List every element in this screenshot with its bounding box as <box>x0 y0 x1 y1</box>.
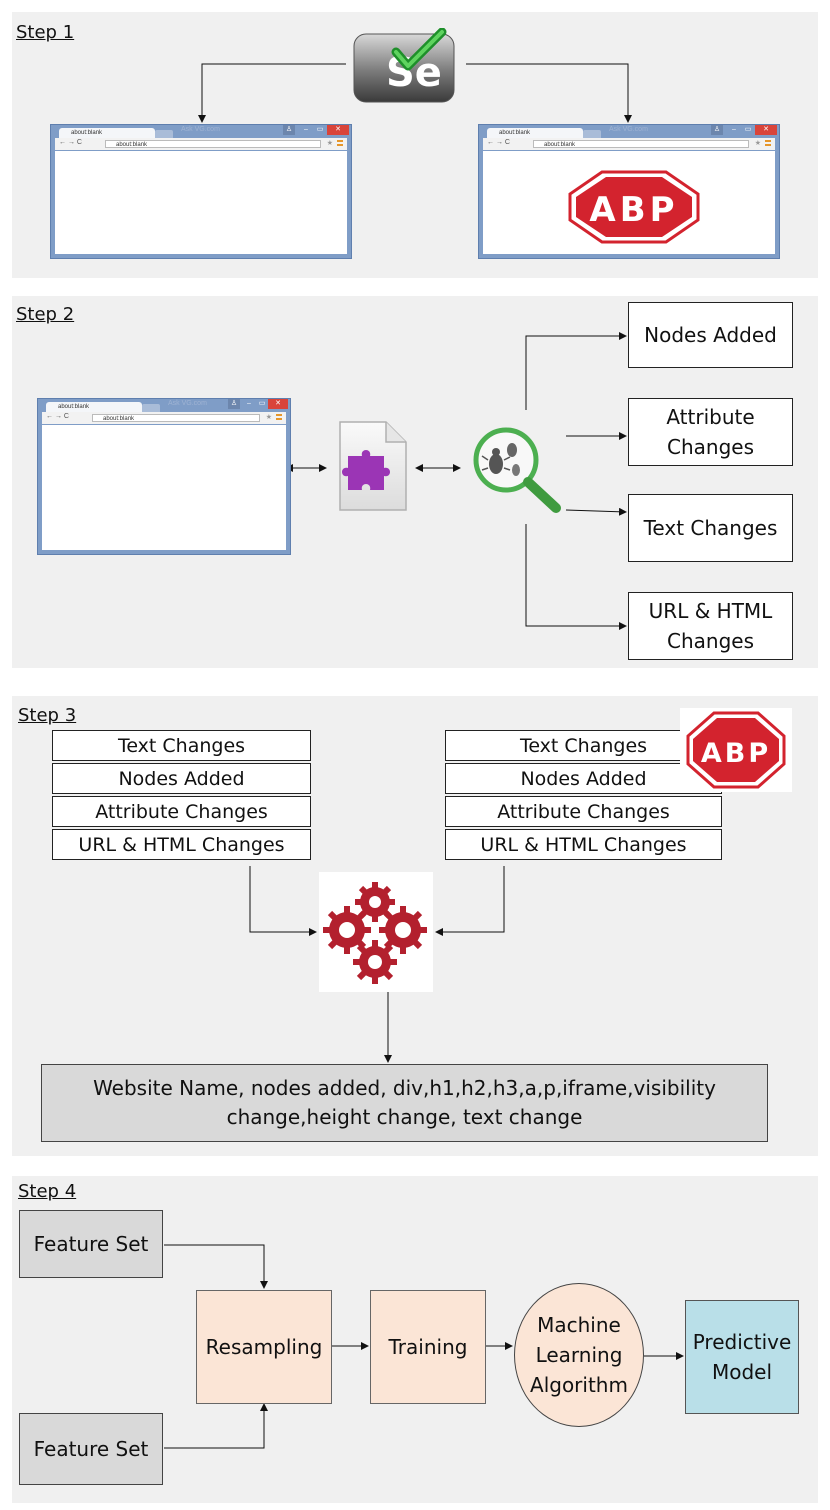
address-bar[interactable]: about:blank <box>105 140 321 148</box>
abp-logo-step3: ABP <box>680 708 792 792</box>
nav-icons[interactable]: ← → C <box>487 139 510 146</box>
bug-magnifier-icon <box>468 424 564 514</box>
puzzle-extension-icon <box>339 421 407 511</box>
list-item: Nodes Added <box>445 763 722 794</box>
close-icon[interactable]: ✕ <box>327 125 349 135</box>
list-item: URL & HTML Changes <box>445 829 722 860</box>
selenium-icon: Se <box>353 27 455 103</box>
feature-set-top: Feature Set <box>19 1210 163 1278</box>
svg-text:ABP: ABP <box>589 190 678 230</box>
browser-tab[interactable]: about:blank <box>46 402 142 412</box>
list-item: URL & HTML Changes <box>52 829 311 860</box>
minimize-icon[interactable]: – <box>732 126 736 133</box>
training-box: Training <box>370 1290 486 1404</box>
maximize-icon[interactable]: ▭ <box>258 400 266 407</box>
maximize-icon[interactable]: ▭ <box>316 126 324 133</box>
output-attribute-changes: Attribute Changes <box>628 398 793 466</box>
close-icon[interactable]: ✕ <box>268 399 288 409</box>
watermark: Ask VG.com <box>168 400 207 407</box>
user-icon: ♙ <box>228 399 240 409</box>
list-item: Text Changes <box>445 730 722 761</box>
list-item: Nodes Added <box>52 763 311 794</box>
list-item: Attribute Changes <box>52 796 311 827</box>
nav-icons[interactable]: ← → C <box>59 139 82 146</box>
browser-window-step2: about:blank Ask VG.com ♙ – ▭ ✕ ← → C abo… <box>37 398 291 555</box>
adblock-icon: ABP <box>568 170 700 244</box>
new-tab-button <box>142 404 160 412</box>
user-icon: ♙ <box>711 125 723 135</box>
extension-file-icon <box>334 418 410 514</box>
step2-label: Step 2 <box>16 304 75 325</box>
menu-icon[interactable] <box>765 140 771 146</box>
feature-vector-box: Website Name, nodes added, div,h1,h2,h3,… <box>41 1064 768 1142</box>
star-icon[interactable]: ★ <box>265 414 272 421</box>
menu-icon[interactable] <box>337 140 343 146</box>
step3-label: Step 3 <box>18 705 77 726</box>
output-nodes-added: Nodes Added <box>628 302 793 368</box>
browser-tab[interactable]: about:blank <box>59 128 155 138</box>
abp-logo-step1: ABP <box>556 164 712 250</box>
list-item: Attribute Changes <box>445 796 722 827</box>
address-bar[interactable]: about:blank <box>92 414 260 422</box>
watermark: Ask VG.com <box>181 126 220 133</box>
minimize-icon[interactable]: – <box>247 400 251 407</box>
svg-text:ABP: ABP <box>701 738 771 769</box>
user-icon: ♙ <box>283 125 295 135</box>
ml-algorithm-node: Machine Learning Algorithm <box>514 1283 644 1427</box>
magnifier-icon <box>473 427 561 513</box>
adblock-icon: ABP <box>686 711 786 789</box>
close-icon[interactable]: ✕ <box>755 125 777 135</box>
step4-label: Step 4 <box>18 1181 77 1202</box>
output-text-changes: Text Changes <box>628 494 793 562</box>
minimize-icon[interactable]: – <box>304 126 308 133</box>
gears-processing-icon <box>319 872 433 992</box>
watermark: Ask VG.com <box>609 126 648 133</box>
selenium-logo: Se <box>350 27 460 106</box>
star-icon[interactable]: ★ <box>754 140 761 147</box>
step1-label: Step 1 <box>16 22 75 43</box>
feature-set-bottom: Feature Set <box>19 1413 163 1485</box>
maximize-icon[interactable]: ▭ <box>744 126 752 133</box>
menu-icon[interactable] <box>276 414 282 420</box>
list-item: Text Changes <box>52 730 311 761</box>
new-tab-button <box>155 130 173 138</box>
gears-icon <box>323 882 427 984</box>
star-icon[interactable]: ★ <box>326 140 333 147</box>
address-bar[interactable]: about:blank <box>533 140 749 148</box>
nav-icons[interactable]: ← → C <box>46 413 69 420</box>
browser-window-left: about:blank Ask VG.com ♙ – ▭ ✕ ← → C abo… <box>50 124 352 259</box>
browser-tab[interactable]: about:blank <box>487 128 583 138</box>
predictive-model-box: Predictive Model <box>685 1300 799 1414</box>
new-tab-button <box>583 130 601 138</box>
output-url-html-changes: URL & HTML Changes <box>628 592 793 660</box>
resampling-box: Resampling <box>196 1290 332 1404</box>
browser-viewport <box>42 425 286 550</box>
browser-viewport <box>55 151 347 254</box>
